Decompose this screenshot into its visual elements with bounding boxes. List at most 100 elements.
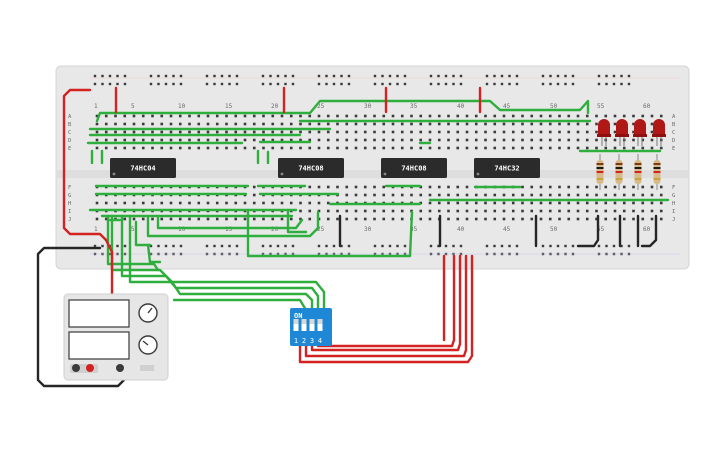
column-number-top: 15 <box>225 103 233 110</box>
breadboard-hole <box>548 185 552 189</box>
breadboard-hole <box>465 217 469 221</box>
terminal-positive[interactable] <box>86 364 94 372</box>
resistor-array[interactable] <box>596 154 661 190</box>
dip-toggle-4[interactable] <box>317 319 323 331</box>
rail-hole <box>605 244 608 248</box>
breadboard-hole <box>178 114 182 118</box>
column-number-top: 5 <box>131 103 135 110</box>
rail-hole <box>549 244 552 248</box>
rail-hole <box>444 82 448 86</box>
breadboard-hole <box>585 185 589 189</box>
rail-hole <box>332 82 336 86</box>
breadboard-hole <box>114 201 117 205</box>
breadboard-hole <box>530 193 534 197</box>
rail-hole <box>429 82 433 86</box>
terminal-ground[interactable] <box>116 364 124 372</box>
dip-toggle-3[interactable] <box>309 319 315 331</box>
breadboard-hole <box>428 138 432 142</box>
rail-hole <box>500 244 504 248</box>
breadboard-hole <box>511 193 515 197</box>
breadboard-hole <box>197 138 201 142</box>
black-wires[interactable] <box>36 214 658 388</box>
breadboard-hole <box>104 130 108 134</box>
breadboard-hole <box>95 122 99 126</box>
breadboard-hole <box>243 130 247 134</box>
resistor[interactable] <box>596 154 604 190</box>
breadboard-hole <box>104 138 108 142</box>
breadboard-hole <box>271 201 275 205</box>
column-number-bottom: 60 <box>643 226 651 233</box>
rail-hole <box>597 244 601 248</box>
dip-toggle-2[interactable] <box>301 319 307 331</box>
breadboard-hole <box>650 209 654 213</box>
rail-hole <box>515 74 519 78</box>
breadboard-hole <box>178 146 182 150</box>
chip-74hc08-a[interactable]: 74HC08 <box>278 158 344 178</box>
resistor[interactable] <box>634 154 642 190</box>
breadboard-hole <box>363 130 367 134</box>
breadboard-hole <box>558 201 561 205</box>
led[interactable] <box>633 119 647 146</box>
breadboard-hole <box>484 209 487 213</box>
breadboard-hole <box>234 114 238 118</box>
breadboard-hole <box>271 122 275 126</box>
resistor[interactable] <box>615 154 623 190</box>
breadboard-hole <box>474 122 478 126</box>
rail-hole <box>116 74 119 78</box>
breadboard-hole <box>465 209 469 213</box>
breadboard-hole <box>225 130 228 134</box>
breadboard-hole <box>197 201 201 205</box>
breadboard-hole <box>345 217 349 221</box>
rail-hole <box>205 82 209 86</box>
rail-hole <box>564 74 567 78</box>
led[interactable] <box>615 119 629 146</box>
breadboard-hole <box>95 130 99 134</box>
breadboard-hole <box>104 122 108 126</box>
breadboard-hole <box>400 209 404 213</box>
rail-hole <box>164 74 168 78</box>
green-wires[interactable] <box>86 99 670 312</box>
power-supply[interactable] <box>63 293 169 381</box>
rail-hole <box>381 244 384 248</box>
rail-hole <box>571 82 575 86</box>
rail-hole <box>515 244 519 248</box>
chip-74hc04[interactable]: 74HC04 <box>110 158 176 178</box>
breadboard-hole <box>373 146 376 150</box>
breadboard-hole <box>354 114 358 118</box>
dip-toggle-1[interactable] <box>293 319 299 331</box>
breadboard-hole <box>465 114 469 118</box>
rail-hole <box>564 82 567 86</box>
breadboard-hole <box>632 185 635 189</box>
chip-74hc32[interactable]: 74HC32 <box>474 158 540 178</box>
breadboard-hole <box>178 217 182 221</box>
rail-hole <box>541 74 545 78</box>
breadboard-hole <box>225 114 228 118</box>
breadboard-hole <box>141 114 145 118</box>
led[interactable] <box>652 119 666 146</box>
led[interactable] <box>597 119 611 146</box>
rail-hole <box>556 244 560 248</box>
rail-hole <box>347 244 351 248</box>
breadboard-hole <box>326 209 330 213</box>
breadboard-hole <box>558 146 561 150</box>
rail-hole <box>605 74 608 78</box>
rail-hole <box>291 74 295 78</box>
led-array[interactable] <box>597 119 666 146</box>
rail-hole <box>235 82 239 86</box>
column-number-bottom: 10 <box>178 226 186 233</box>
breadboard-hole <box>585 209 589 213</box>
terminal-negative[interactable] <box>72 364 80 372</box>
column-number-bottom: 35 <box>410 226 418 233</box>
breadboard-hole <box>206 130 210 134</box>
breadboard-hole <box>382 122 386 126</box>
breadboard-hole <box>576 122 580 126</box>
row-letter-right: G <box>672 193 675 199</box>
chip-74hc08-b[interactable]: 74HC08 <box>381 158 447 178</box>
breadboard-hole <box>197 122 201 126</box>
breadboard-hole <box>613 201 617 205</box>
breadboard-hole <box>299 209 302 213</box>
resistor[interactable] <box>653 154 661 190</box>
breadboard-hole <box>280 217 284 221</box>
breadboard-hole <box>95 201 99 205</box>
